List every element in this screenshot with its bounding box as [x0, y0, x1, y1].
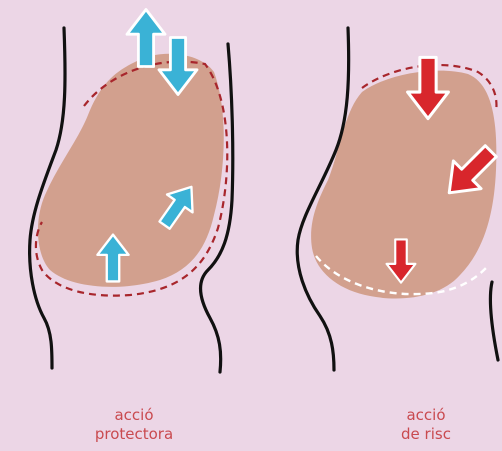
caption-line: de risc [346, 425, 502, 444]
caption-risk: acció de risc [346, 406, 502, 444]
caption-protective: acció protectora [54, 406, 214, 444]
body-outline-front [490, 282, 498, 360]
caption-line: acció [54, 406, 214, 425]
risk-panel [297, 28, 502, 370]
protective-panel [30, 9, 233, 372]
caption-line: protectora [54, 425, 214, 444]
caption-line: acció [346, 406, 502, 425]
